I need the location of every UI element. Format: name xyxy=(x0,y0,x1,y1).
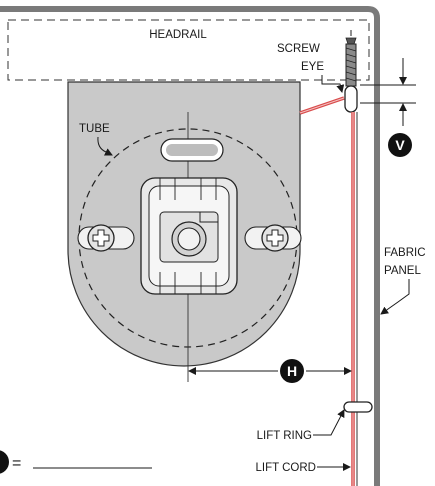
h-badge xyxy=(280,359,304,383)
fabric-panel-leader xyxy=(380,279,410,315)
tube-leader xyxy=(97,136,113,156)
v-badge-text: V xyxy=(395,137,405,153)
legend-equals: = xyxy=(12,455,21,472)
lift-cord-label: LIFT CORD xyxy=(256,462,317,474)
lift-ring-label: LIFT RING xyxy=(257,430,312,442)
tube-label: TUBE xyxy=(79,123,110,135)
v-badge xyxy=(388,133,412,157)
lift-ring-leader xyxy=(313,409,345,436)
clutch-mechanism xyxy=(140,177,238,295)
h-badge-text: H xyxy=(287,363,297,379)
right-mounting-screw xyxy=(244,224,302,252)
window-frame xyxy=(0,6,380,486)
screw-eye-label-line2: EYE xyxy=(301,61,324,73)
screw-eye-leader xyxy=(321,75,345,93)
fabric-panel-label-line2: PANEL xyxy=(384,265,421,277)
legend-h-badge xyxy=(0,450,9,474)
screw-eye xyxy=(344,30,358,113)
headrail-outline xyxy=(7,19,370,81)
fabric-panel-label-line1: FABRIC xyxy=(384,247,426,259)
screw-eye-label-line1: SCREW xyxy=(277,43,320,55)
lift-ring xyxy=(343,401,373,413)
headrail-label: HEADRAIL xyxy=(149,29,207,41)
left-mounting-screw xyxy=(77,224,135,252)
